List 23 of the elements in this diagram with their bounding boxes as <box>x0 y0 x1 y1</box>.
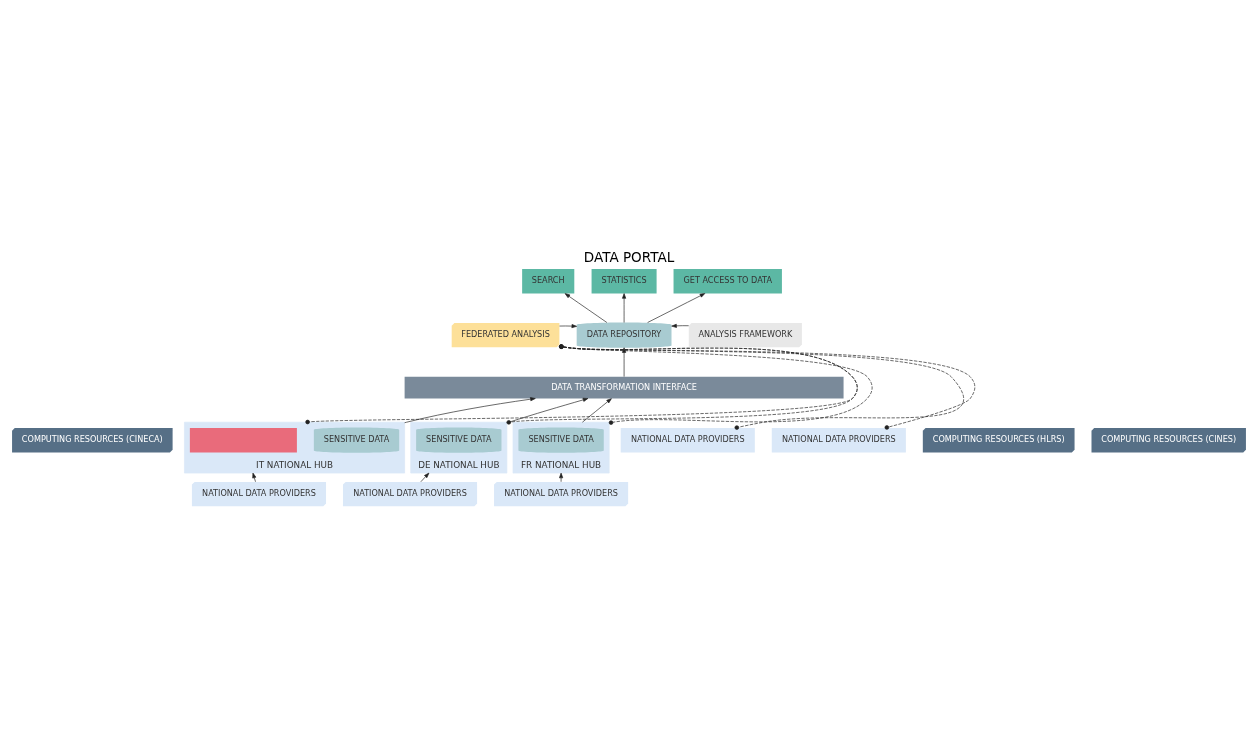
arrow <box>420 472 430 483</box>
arrow <box>564 293 608 323</box>
node-box <box>189 428 297 453</box>
arrow <box>559 324 577 329</box>
arrow <box>582 398 612 423</box>
connector <box>506 344 858 425</box>
arrow <box>252 472 257 483</box>
arrow <box>622 347 627 377</box>
arrow <box>404 397 536 424</box>
node-box: SEARCH <box>522 269 575 294</box>
node-box: NATIONAL DATA PROVIDERS <box>620 428 755 453</box>
arrow <box>559 472 564 483</box>
arrow <box>647 293 706 323</box>
connector <box>559 344 873 425</box>
node-box: GET ACCESS TO DATA <box>673 269 782 294</box>
arrow <box>671 323 689 328</box>
arrow <box>622 293 627 323</box>
diagram-title: DATA PORTAL <box>583 249 675 266</box>
node-box: DATA TRANSFORMATION INTERFACE <box>404 376 844 399</box>
connector <box>305 344 858 425</box>
node-box: NATIONAL DATA PROVIDERS <box>771 428 906 453</box>
node-box: STATISTICS <box>591 269 657 294</box>
arrow <box>506 397 589 424</box>
